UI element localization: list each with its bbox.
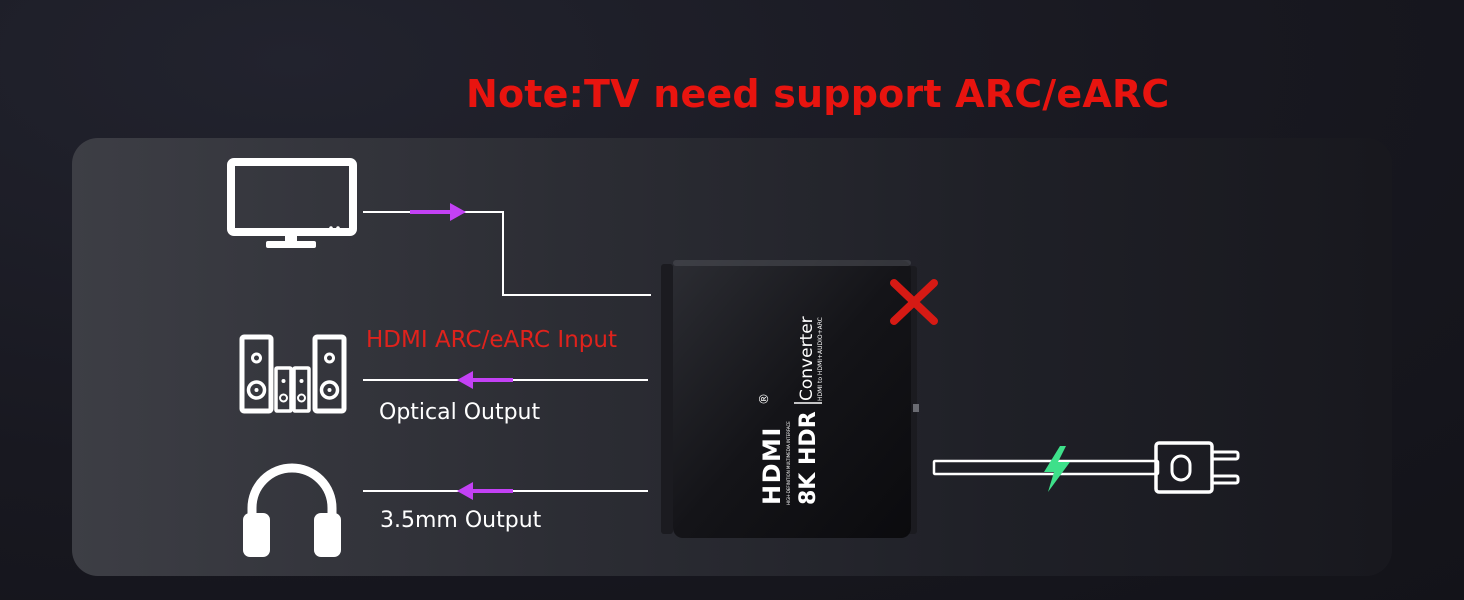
headphones-icon (243, 463, 341, 557)
lightning-icon (1044, 446, 1070, 492)
power-plug-icon (1154, 441, 1240, 494)
optical-connection-line (363, 371, 648, 389)
hdmi-input-label: HDMI ARC/eARC Input (366, 327, 617, 353)
device-registered-mark: ® (757, 393, 771, 405)
tv-icon (227, 158, 357, 248)
headphone-connection-line (363, 482, 648, 500)
optical-output-label: Optical Output (379, 400, 541, 425)
device-tagline: HIGH-DEFINITION MULTIMEDIA INTERFACE (786, 421, 791, 505)
note-title: Note:TV need support ARC/eARC (466, 72, 1170, 116)
device-name: Converter (797, 316, 817, 401)
red-x-icon (890, 279, 938, 325)
device-subtitle: HDMI to HDMI+AUDIO+ARC (817, 317, 824, 401)
power-cable (932, 459, 1160, 476)
speaker-icon (239, 334, 347, 414)
headphone-output-label: 3.5mm Output (380, 508, 542, 533)
tv-connection-line (363, 203, 651, 296)
converter-device: HDMI ® HIGH-DEFINITION MULTIMEDIA INTERF… (661, 260, 919, 538)
device-brand: HDMI (758, 426, 786, 505)
device-model: 8K HDR (796, 411, 821, 505)
